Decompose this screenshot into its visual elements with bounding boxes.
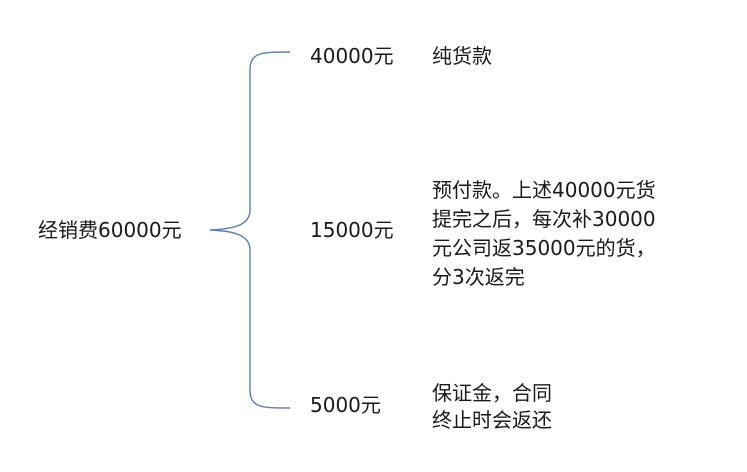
root-label: 经销费60000元 [38, 218, 182, 242]
branch-description-2: 预付款。上述40000元货 提完之后，每次补30000 元公司返35000元的货… [432, 176, 656, 292]
description-line: 元公司返35000元的货， [432, 236, 656, 260]
description-line: 终止时会返还 [432, 408, 552, 432]
branch-description-1: 纯货款 [432, 42, 492, 70]
description-line: 保证金，合同 [432, 381, 552, 405]
description-line: 分3次返完 [432, 265, 525, 289]
description-line: 纯货款 [432, 44, 492, 68]
branch-amount-2: 15000元 [310, 218, 394, 242]
branch-amount-1: 40000元 [310, 44, 394, 68]
description-line: 预付款。上述40000元货 [432, 178, 656, 202]
description-line: 提完之后，每次补30000 [432, 207, 656, 231]
branch-amount-3: 5000元 [310, 393, 381, 417]
branch-description-3: 保证金，合同 终止时会返还 [432, 380, 552, 434]
brace-line [209, 51, 291, 409]
